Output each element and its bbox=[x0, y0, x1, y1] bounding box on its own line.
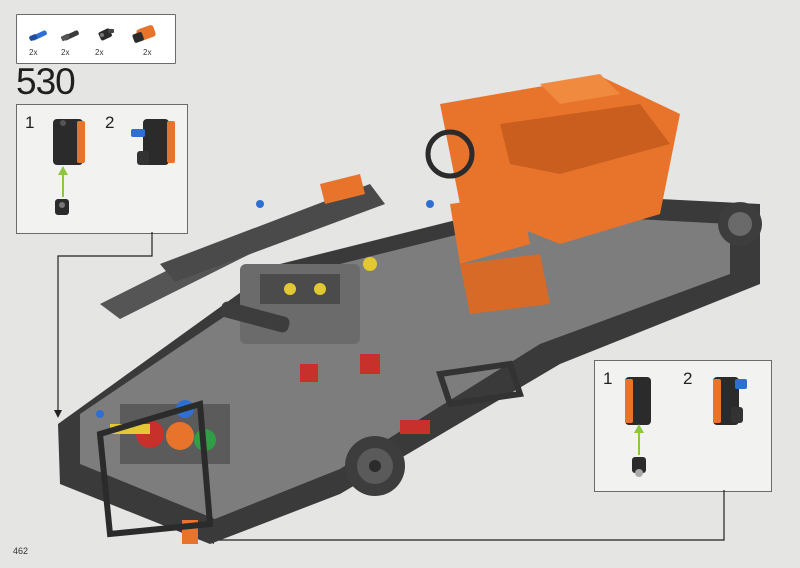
substep-number: 1 bbox=[25, 113, 35, 132]
orange-black-panel-connector-icon bbox=[132, 25, 156, 43]
page-number: 462 bbox=[13, 546, 29, 556]
part-qty: 2x bbox=[61, 48, 70, 57]
substep-illustration-right bbox=[625, 377, 747, 477]
part-black-connector: 2x bbox=[91, 21, 121, 61]
part-qty: 2x bbox=[95, 48, 104, 57]
model-assembly-illustration bbox=[58, 74, 762, 544]
substep-box-left: 1 2 bbox=[16, 104, 188, 234]
part-orange-panel-connector: 2x bbox=[127, 21, 157, 61]
part-blue-pin: 2x bbox=[25, 21, 55, 61]
part-qty: 2x bbox=[143, 48, 152, 57]
step-number: 530 bbox=[16, 61, 76, 102]
substep-number: 2 bbox=[683, 369, 693, 388]
part-qty: 2x bbox=[29, 48, 38, 57]
black-axle-pin-icon bbox=[60, 30, 79, 42]
substep-box-right: 1 2 bbox=[594, 360, 772, 492]
substep-illustration-left bbox=[53, 119, 175, 215]
parts-list-box: 2x 2x 2x 2x bbox=[16, 14, 176, 64]
part-black-axle-pin: 2x bbox=[57, 21, 87, 61]
blue-pin-icon bbox=[29, 30, 47, 41]
black-connector-icon bbox=[98, 28, 114, 41]
substep-number: 1 bbox=[603, 369, 613, 388]
substep-number: 2 bbox=[105, 113, 115, 132]
